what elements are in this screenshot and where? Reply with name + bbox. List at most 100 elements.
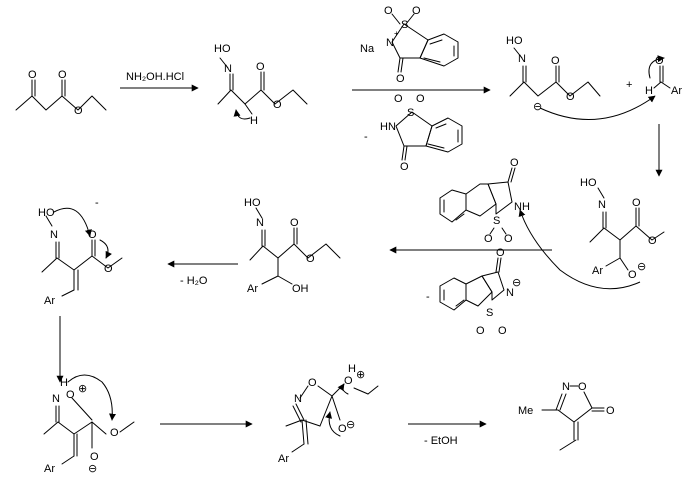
atom-O: O <box>308 377 317 389</box>
aldol-product: HO N O O Ar OH <box>244 197 341 295</box>
atom-HO: HO <box>38 207 55 219</box>
atom-N: N <box>598 199 606 211</box>
atom-Ar: Ar <box>278 453 289 465</box>
alkoxide-charge: ⊖ <box>346 419 355 431</box>
atom-Ar: Ar <box>44 463 55 475</box>
atom-HN: HN <box>380 121 396 133</box>
minus-sign: - <box>364 131 368 143</box>
atom-HO: HO <box>244 197 261 209</box>
saccharin: O NH S O O <box>439 157 530 245</box>
carbanion-charge: ⊖ <box>533 101 542 113</box>
atom-H: H <box>250 115 258 127</box>
proton-transfer-arrow <box>518 209 641 290</box>
atom-Na: Na <box>360 43 375 55</box>
atom-O: O <box>104 263 113 275</box>
atom-O: O <box>384 5 393 17</box>
atom-O: O <box>290 217 299 229</box>
cyclized-intermediate: N O Ar O H ⊕ O ⊖ <box>278 363 379 465</box>
atom-HO: HO <box>506 35 523 47</box>
atom-O: O <box>306 253 315 265</box>
atom-N: N <box>386 37 394 49</box>
oxime-ester-1: HO N O O H <box>214 43 308 127</box>
atom-O: O <box>628 269 637 281</box>
ethyl-acetoacetate: O O O <box>15 69 107 117</box>
atom-H: H <box>348 363 356 375</box>
sodium-saccharin: O O O S N + Na <box>360 5 459 85</box>
atom-O: O <box>256 61 265 73</box>
atom-O: O <box>655 55 664 67</box>
atom-O: O <box>632 197 641 209</box>
atom-O: O <box>578 381 587 393</box>
atom-N: N <box>506 287 514 299</box>
atom-O: O <box>66 389 75 401</box>
saccharin-anion: - O O O S HN <box>364 93 463 173</box>
atom-O: O <box>74 105 83 117</box>
atom-O: O <box>400 161 409 173</box>
atom-O: O <box>110 427 119 439</box>
atom-O: O <box>28 69 37 81</box>
oxonium-charge: ⊕ <box>356 369 365 381</box>
reagent-water-loss: - H₂O <box>180 275 208 287</box>
atom-H: H <box>60 377 68 389</box>
atom-H: H <box>645 85 653 97</box>
reagent-ethanol-loss: - EtOH <box>424 435 458 447</box>
atom-O: O <box>504 233 513 245</box>
atom-HO: HO <box>214 43 231 55</box>
atom-O: O <box>58 69 67 81</box>
alkoxide-charge: ⊖ <box>637 261 646 273</box>
atom-Ar: Ar <box>671 85 682 97</box>
minus-sign: - <box>426 291 430 303</box>
atom-N: N <box>52 393 60 405</box>
atom-O: O <box>484 233 493 245</box>
oxime-enolate: HO N O O ⊖ <box>506 35 601 113</box>
atom-N: N <box>50 229 58 241</box>
atom-O: O <box>606 405 615 417</box>
atom-NH: NH <box>514 201 530 213</box>
atom-N: N <box>518 53 526 65</box>
atom-N: N <box>294 393 302 405</box>
atom-O: O <box>510 157 519 169</box>
atom-O: O <box>273 99 282 111</box>
atom-O: O <box>394 93 403 105</box>
atom-N: N <box>224 63 232 75</box>
atom-O: O <box>566 91 575 103</box>
atom-O: O <box>648 235 657 247</box>
atom-S: S <box>486 307 493 319</box>
tetrahedral-intermediate: N O ⊕ H O O ⊖ Ar <box>43 374 135 475</box>
atom-Ar: Ar <box>247 283 258 295</box>
atom-O: O <box>344 375 353 387</box>
alkoxide-charge: ⊖ <box>88 463 97 475</box>
reagent-hydroxylamine: NH₂OH.HCl <box>126 71 184 83</box>
plus-sign: + <box>626 79 632 91</box>
atom-Ar: Ar <box>592 265 603 277</box>
alkoxide-intermediate: HO N O O Ar O ⊖ <box>580 177 665 281</box>
atom-O: O <box>476 325 485 337</box>
atom-O: O <box>338 423 347 435</box>
atom-S: S <box>401 19 408 31</box>
atom-HO: HO <box>580 177 597 189</box>
atom-N: N <box>256 217 264 229</box>
atom-O: O <box>416 93 425 105</box>
atom-Ar: Ar <box>44 295 55 307</box>
atom-O: O <box>551 55 560 67</box>
oxonium-charge: ⊕ <box>78 383 87 395</box>
atom-O: O <box>496 247 505 259</box>
atom-S: S <box>407 107 414 119</box>
minus-sign: - <box>95 197 99 209</box>
atom-OH: OH <box>292 283 309 295</box>
plus-sign: + <box>394 29 399 38</box>
atom-S: S <box>493 215 500 227</box>
saccharin-anion-2: - O N ⊖ S O O <box>426 247 521 337</box>
knoevenagel-product: HO N O O Ar - <box>38 197 123 307</box>
methyl-group: Me <box>518 405 533 417</box>
atom-O: O <box>396 73 405 85</box>
isoxazolone-product: N O O Me <box>518 381 615 451</box>
atom-O: O <box>498 325 507 337</box>
atom-O: O <box>412 5 421 17</box>
anion-charge: ⊖ <box>512 277 521 289</box>
atom-N: N <box>562 381 570 393</box>
atom-O: O <box>88 229 97 241</box>
aryl-aldehyde: O H Ar <box>539 55 682 121</box>
atom-O: O <box>90 451 99 463</box>
